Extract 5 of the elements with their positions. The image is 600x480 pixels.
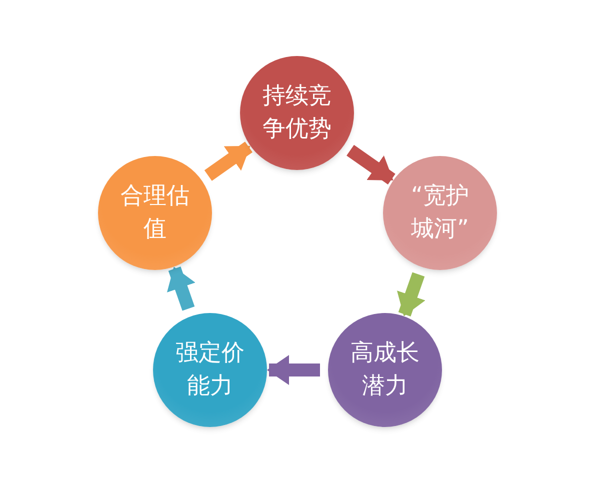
block-arrow (346, 144, 396, 185)
block-arrow (166, 266, 196, 311)
block-arrow (267, 355, 320, 385)
block-arrow (396, 272, 426, 316)
block-arrow (204, 142, 252, 181)
